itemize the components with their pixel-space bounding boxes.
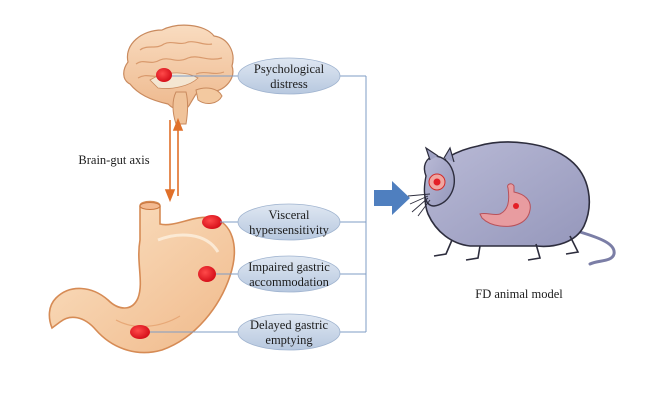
pill-accommodation [237,255,341,293]
label-accommodation-line1: Impaired gastric [248,260,330,274]
brain-illustration [123,24,234,125]
pill-emptying [237,313,341,351]
label-emptying-line2: emptying [265,333,313,347]
right-arrow-icon [374,181,410,215]
factor-pills [237,57,341,351]
pill-visceral [237,203,341,241]
stomach-illustration [48,200,236,354]
connector-lines [150,75,367,333]
mouse-stomach [479,183,531,227]
brain-gut-axis-label: Brain-gut axis [78,153,149,167]
label-visceral-line2: hypersensitivity [249,223,330,237]
mouse-illustration [407,141,616,266]
pill-psychological [237,57,341,95]
label-emptying-line1: Delayed gastric [250,318,329,332]
label-psychological-line1: Psychological [254,62,325,76]
stomach-hotspot-body [198,266,216,282]
stomach-hotspot-antrum [130,325,150,339]
brain-hotspot [156,68,172,82]
label-accommodation-line2: accommodation [249,275,330,289]
fd-animal-model-label: FD animal model [475,287,563,301]
diagram-labels: Brain-gut axis Psychological distress Vi… [78,62,563,347]
label-psychological-line2: distress [270,77,308,91]
label-visceral-line1: Visceral [269,208,310,222]
brain-gut-axis-arrows [164,117,184,203]
stomach-hotspot-fundus [202,215,222,229]
